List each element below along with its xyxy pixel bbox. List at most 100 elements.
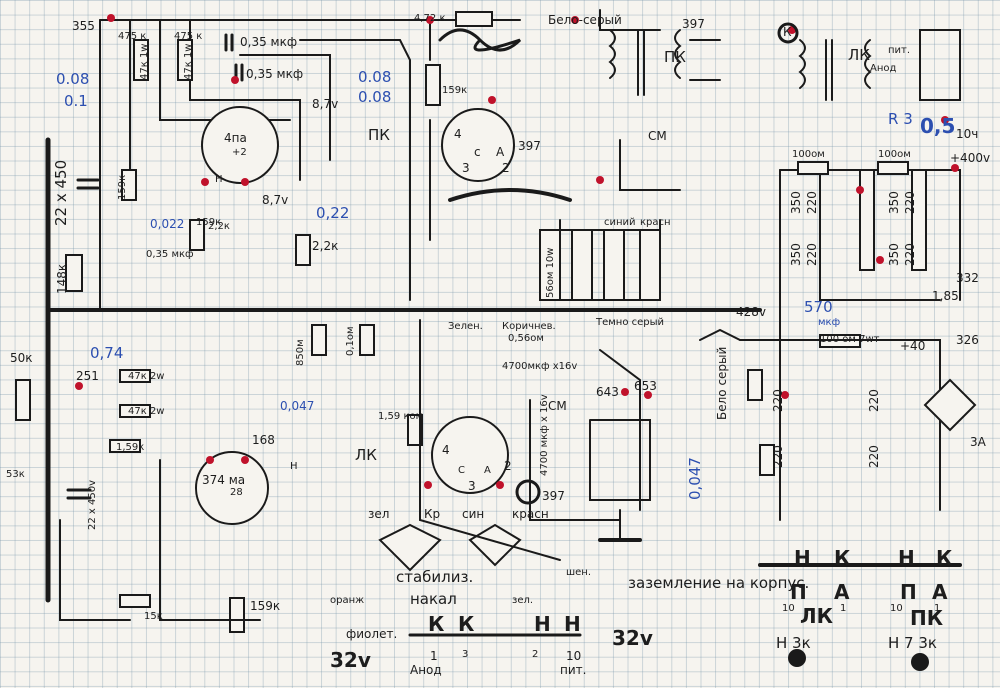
tube-1-label: 4па	[224, 131, 247, 145]
v-397-top: 397	[682, 17, 705, 31]
blue-570-mk: мкф	[818, 317, 841, 328]
r-220-g: 220	[867, 389, 881, 412]
v-326: 326	[956, 333, 979, 347]
caps-list: 56ом 10w	[545, 247, 556, 298]
cap-label-035b: 0,35 мкф	[246, 67, 304, 81]
tube-2-label: ПК	[368, 126, 390, 144]
tube-4	[431, 416, 509, 494]
pk-trafo-label: ПК	[664, 48, 686, 66]
wire-n	[599, 349, 641, 511]
zel2-lbl: зел.	[512, 595, 534, 606]
tube-4-pin4: 4	[442, 443, 450, 457]
r-220-a: 220	[805, 191, 819, 214]
res-159kom	[407, 414, 423, 446]
res-47k-b	[119, 404, 151, 418]
sm-label: СМ	[648, 129, 667, 143]
tube-2-pin4: 4	[454, 127, 462, 141]
tube-3-label: 374 ма	[202, 473, 246, 487]
n2: 2	[532, 649, 539, 660]
res-159k-b	[229, 597, 245, 633]
wire-m	[419, 319, 561, 561]
r-220-d: 220	[903, 243, 917, 266]
zel-note: Зелен.	[448, 321, 483, 332]
res-label-53k: 53к	[6, 469, 25, 480]
stab-right	[468, 523, 522, 567]
a1: А	[834, 580, 850, 604]
v-168: 168	[252, 433, 275, 447]
lk-trafo-label: ЛК	[848, 46, 870, 64]
v-3a: 3А	[970, 435, 986, 449]
res-56om-d	[639, 229, 661, 301]
v-104: 10ч	[956, 127, 979, 141]
v-074: 0,74	[90, 344, 124, 362]
res-label-100om-b: 100ом	[878, 149, 911, 160]
v-185: 1,85	[932, 289, 959, 303]
orange-lbl: оранж	[330, 595, 365, 606]
res-label-475b: 475 к	[174, 31, 203, 42]
ps-lower-wire	[739, 339, 941, 511]
res-label-159k-top: 159к	[442, 85, 468, 96]
stab-lbl: стабилиз.	[396, 568, 474, 586]
h3k-b: Н 7 3к	[888, 634, 937, 652]
v-40: +40	[900, 339, 926, 353]
h-b: Н	[898, 546, 915, 570]
ps-res-stack-a	[859, 169, 875, 271]
lk-coil-a	[798, 39, 806, 89]
v-035: 0,35 мкф	[146, 249, 194, 260]
tube-4-pinc: С	[458, 465, 465, 476]
cap-4700: 4700 мкф x 16v	[539, 394, 550, 476]
bel-ser-lbl: Бело серый	[715, 346, 729, 420]
wire-j	[619, 139, 681, 191]
res-label-100om-7w: 100 ом 7wт	[820, 334, 880, 345]
tube-4-pin3: 3	[468, 479, 476, 493]
n10: 10	[566, 649, 582, 663]
h2-lbl: Н	[564, 612, 581, 636]
r-220-e: 220	[771, 389, 785, 412]
res-label-159k: 159к	[117, 174, 128, 200]
n1b: 1	[934, 603, 941, 614]
n3: 3	[462, 649, 469, 660]
res-56om-b	[571, 229, 593, 301]
wire-q	[699, 328, 741, 341]
tube-2-pin2: 2	[502, 161, 510, 175]
r-350-d: 350	[887, 243, 901, 266]
res-159k-top	[425, 64, 441, 106]
ps-res-100om-b	[877, 161, 909, 175]
v-87b: 8,7v	[262, 193, 289, 207]
jack-pk	[911, 653, 929, 671]
wire-o	[159, 459, 261, 621]
res-label-15k: 15к	[144, 611, 163, 622]
wire-p	[59, 519, 131, 621]
tube-3-h: Н	[290, 461, 298, 472]
res-56om-a	[539, 229, 561, 301]
cap-label-22x450: 22 x 450	[52, 159, 70, 226]
v-87a: 8,7v	[312, 97, 339, 111]
r-350-a: 350	[789, 191, 803, 214]
res-53k	[189, 219, 205, 251]
cap-label-22x450b: 22 x 450v	[87, 479, 98, 530]
anod-label: Анод	[870, 63, 897, 74]
pit-bottom: пит.	[560, 663, 587, 677]
tube-4-643: 643	[596, 385, 619, 399]
ps-res-100om-a	[797, 161, 829, 175]
pk-coil-b	[674, 29, 682, 79]
r-220-h: 220	[867, 445, 881, 468]
blue-0022: 0,022	[150, 217, 185, 231]
jack-lk	[788, 649, 806, 667]
tube-1-pins: +2	[232, 147, 247, 158]
res-label-159k-2: 159к	[196, 217, 222, 228]
res-label-50k: 50к	[10, 351, 33, 365]
res-label-475a: 475 к	[118, 31, 147, 42]
tube-2-pinc: с	[474, 145, 481, 159]
ps-mid	[819, 169, 941, 301]
res-label-1590m: 1,59 ком	[378, 411, 424, 422]
n1a: 1	[840, 603, 847, 614]
v-400: +400v	[950, 151, 991, 165]
wire-i	[599, 9, 661, 31]
r3-label: R 3	[888, 110, 913, 128]
k-marker-circle-b	[515, 479, 541, 505]
wire-f	[239, 54, 331, 161]
k-a: К	[834, 546, 851, 570]
